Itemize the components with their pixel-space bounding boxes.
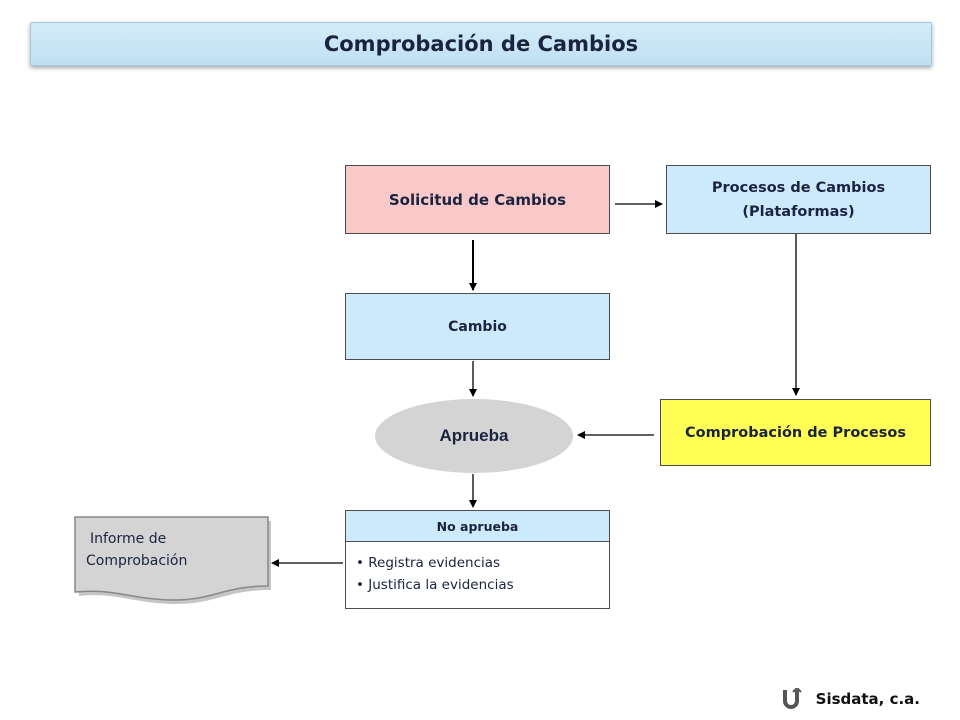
- node-aprueba-decision: Aprueba: [375, 399, 573, 473]
- page-title: Comprobación de Cambios: [323, 32, 639, 56]
- list-item: Justifica la evidencias: [356, 574, 609, 596]
- informe-text: Informe de Comprobación: [86, 528, 187, 572]
- node-procesos-de-cambios: Procesos de Cambios (Plataformas): [666, 165, 931, 234]
- node-no-aprueba: No aprueba Registra evidencias Justifica…: [345, 510, 610, 609]
- node-solicitud-de-cambios: Solicitud de Cambios: [345, 165, 610, 234]
- node-solicitud-label: Solicitud de Cambios: [388, 190, 567, 209]
- node-cambio-label: Cambio: [448, 318, 507, 335]
- brand-label: Sisdata, c.a.: [815, 690, 920, 708]
- informe-line2: Comprobación: [86, 553, 188, 569]
- list-item: Registra evidencias: [356, 552, 609, 574]
- no-aprueba-header: No aprueba: [346, 511, 609, 542]
- node-procesos-label-line1: Procesos de Cambios: [711, 179, 886, 196]
- document-shape: [74, 516, 271, 604]
- node-aprueba-label: Aprueba: [439, 426, 509, 445]
- informe-line1: Informe de: [90, 531, 167, 547]
- no-aprueba-list: Registra evidencias Justifica la evidenc…: [346, 542, 609, 596]
- node-informe-de-comprobacion: Informe de Comprobación: [74, 516, 272, 604]
- node-comprobacion-de-procesos: Comprobación de Procesos: [660, 399, 931, 466]
- node-cambio: Cambio: [345, 293, 610, 360]
- node-comprobacion-procesos-label: Comprobación de Procesos: [685, 424, 906, 441]
- title-banner: Comprobación de Cambios: [30, 22, 932, 66]
- return-arrow-icon: [782, 688, 802, 709]
- node-procesos-label-line2: (Plataformas): [742, 203, 855, 220]
- footer: Sisdata, c.a.: [780, 688, 920, 710]
